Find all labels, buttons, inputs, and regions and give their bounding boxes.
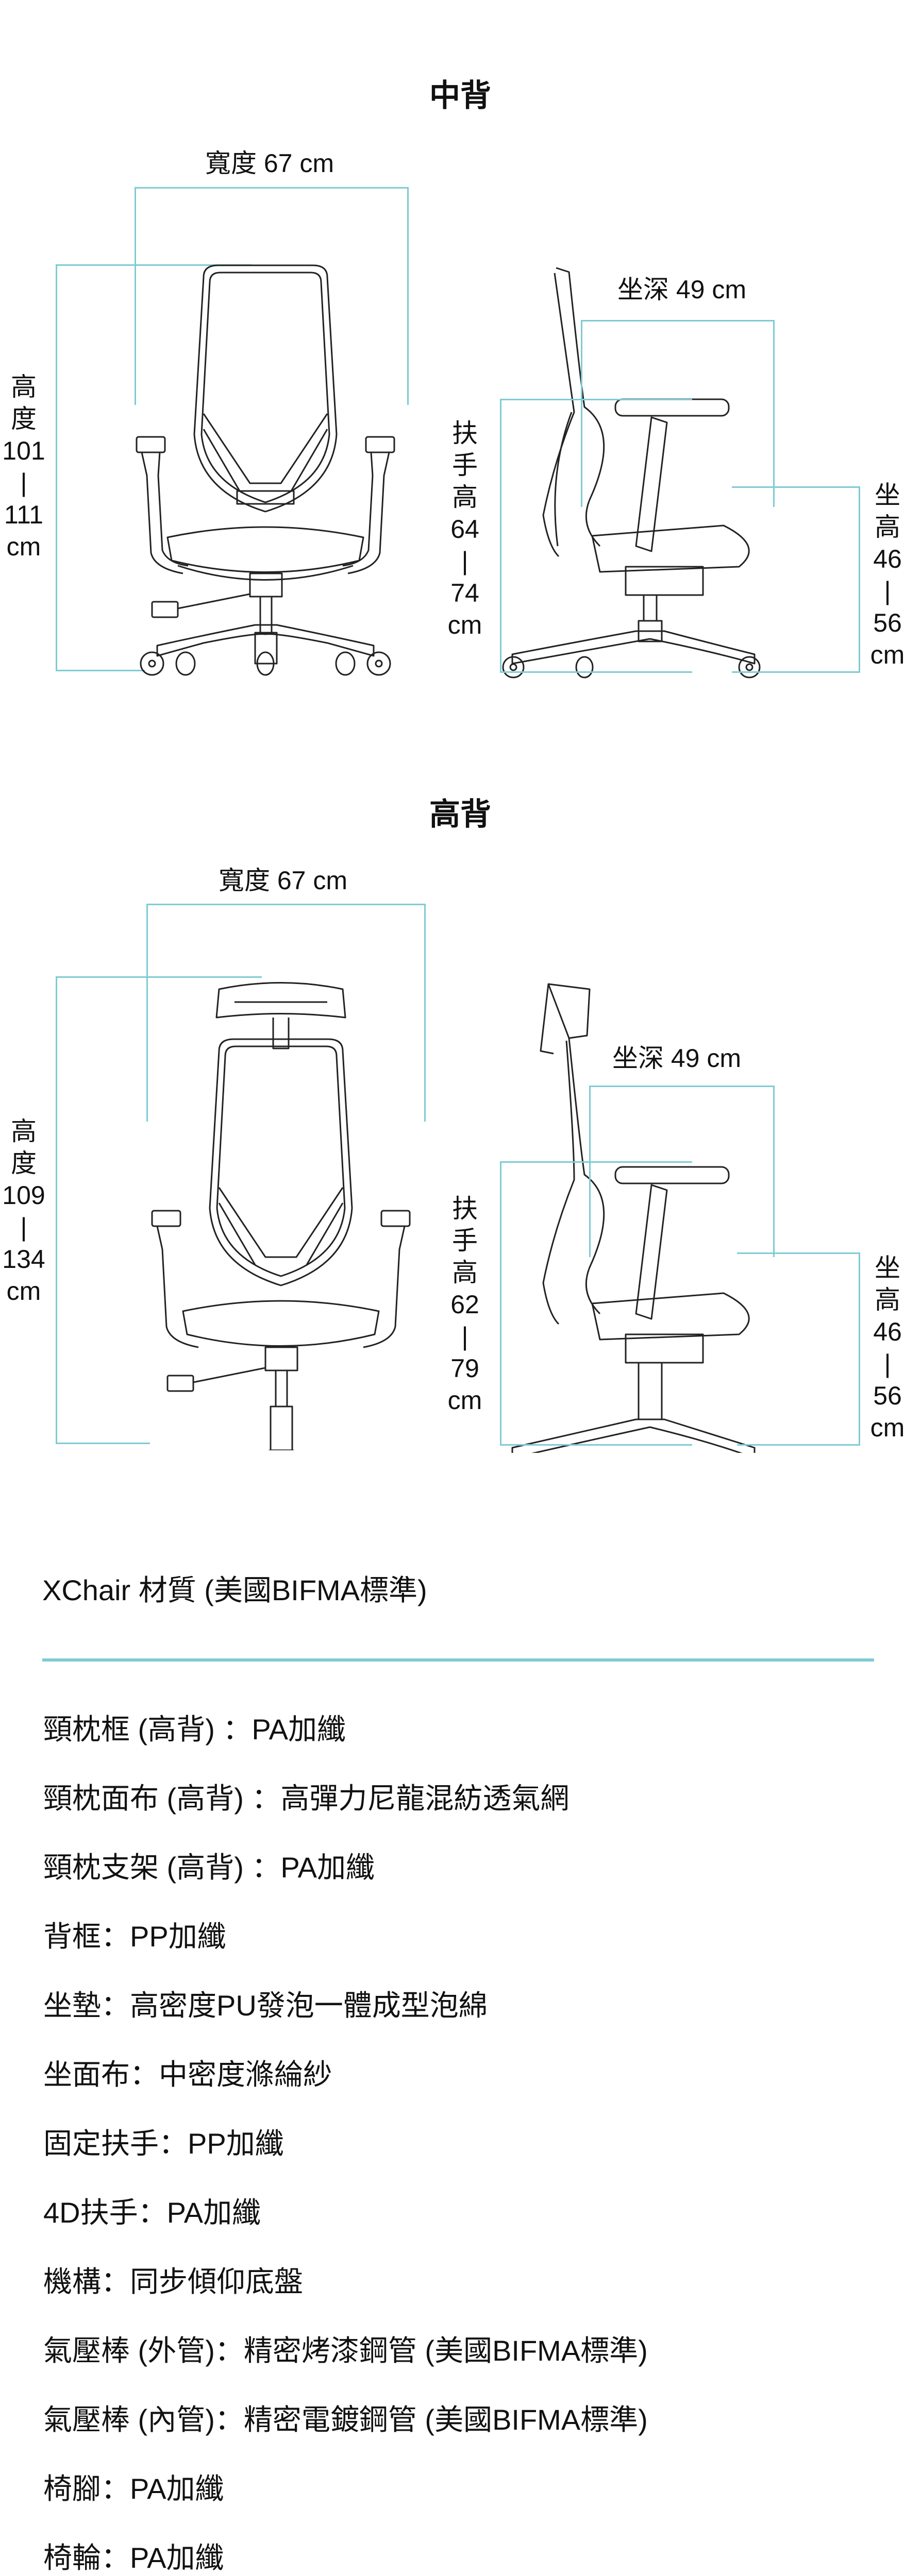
label-line: cm xyxy=(6,1277,41,1306)
seat-height-label: 坐 高 46 | 56 cm xyxy=(857,479,918,671)
seat-height-label: 坐 高 46 | 56 cm xyxy=(857,1252,918,1444)
label-line: 74 xyxy=(450,579,479,607)
label-line: | xyxy=(884,577,891,605)
spec-item: 椅腳：PA加纖 xyxy=(43,2472,224,2505)
label-line: | xyxy=(20,468,27,497)
label-line: cm xyxy=(870,1413,905,1442)
label-line: 坐 xyxy=(875,1253,900,1282)
width-bracket xyxy=(135,187,409,405)
width-bracket xyxy=(146,904,426,1122)
depth-bracket xyxy=(589,1086,775,1257)
label-line: 度 xyxy=(11,1149,37,1178)
divider xyxy=(42,1658,874,1662)
section-title: 高背 xyxy=(429,797,491,832)
label-line: | xyxy=(884,1349,891,1378)
label-line: cm xyxy=(870,640,905,669)
label-line: 手 xyxy=(452,451,478,480)
section-title: 中背 xyxy=(429,78,491,113)
seat-height-bracket xyxy=(732,486,860,673)
label-line: cm xyxy=(447,611,482,639)
label-line: 度 xyxy=(11,404,37,433)
armrest-bracket xyxy=(500,1161,692,1446)
label-line: 高 xyxy=(875,513,900,541)
spec-item: 頸枕框 (高背) ：PA加纖 xyxy=(43,1713,346,1745)
label-line: 高 xyxy=(452,483,478,512)
side-chair-headrest-drawing xyxy=(511,983,756,1453)
spec-item: 頸枕面布 (高背) ：高彈力尼龍混紡透氣網 xyxy=(43,1782,570,1815)
label-line: 扶 xyxy=(452,1194,478,1223)
width-label: 寬度 67 cm xyxy=(218,866,348,895)
label-line: | xyxy=(461,1322,468,1351)
label-line: 79 xyxy=(450,1354,479,1383)
armrest-label: 扶 手 高 64 | 74 cm xyxy=(434,417,496,641)
width-label: 寬度 67 cm xyxy=(205,149,334,178)
label-line: 高 xyxy=(11,1117,37,1146)
height-bracket xyxy=(56,264,145,671)
armrest-label: 扶 手 高 62 | 79 cm xyxy=(434,1193,496,1416)
label-line: cm xyxy=(447,1386,482,1415)
spec-item: 坐墊：高密度PU發泡一體成型泡綿 xyxy=(43,1989,488,2022)
spec-item: 坐面布：中密度滌綸紗 xyxy=(43,2058,332,2091)
label-line: 109 xyxy=(2,1181,45,1210)
depth-label: 坐深 49 cm xyxy=(617,275,747,304)
armrest-bracket xyxy=(500,399,692,673)
label-line: 56 xyxy=(873,1381,902,1410)
label-line: 高 xyxy=(875,1285,900,1314)
spec-item: 固定扶手：PP加纖 xyxy=(43,2127,284,2160)
label-line: | xyxy=(20,1213,27,1242)
depth-bracket xyxy=(581,320,775,507)
label-line: | xyxy=(461,547,468,575)
spec-item: 頸枕支架 (高背) ：PA加纖 xyxy=(43,1851,375,1884)
depth-label: 坐深 49 cm xyxy=(612,1044,742,1073)
spec-item: 4D扶手：PA加纖 xyxy=(43,2196,261,2229)
seat-height-bracket xyxy=(737,1252,860,1446)
spec-item: 機構：同步傾仰底盤 xyxy=(43,2265,303,2298)
label-line: 62 xyxy=(450,1290,479,1319)
label-line: 134 xyxy=(2,1245,45,1274)
label-line: 手 xyxy=(452,1226,478,1255)
height-label: 高 度 109 | 134 cm xyxy=(0,1115,55,1307)
spec-item: 氣壓棒 (內管)：精密電鍍鋼管 (美國BIFMA標準) xyxy=(43,2403,648,2436)
label-line: cm xyxy=(6,532,41,561)
spec-item: 椅輪：PA加纖 xyxy=(43,2541,224,2574)
height-bracket-top xyxy=(56,976,262,978)
front-chair-headrest-drawing xyxy=(151,982,411,1450)
front-chair-drawing xyxy=(136,264,395,676)
label-line: 46 xyxy=(873,545,902,573)
label-line: 扶 xyxy=(452,419,478,448)
label-line: 111 xyxy=(4,500,43,529)
spec-item: 背框：PP加纖 xyxy=(43,1920,226,1953)
label-line: 坐 xyxy=(875,481,900,510)
label-line: 64 xyxy=(450,515,479,544)
spec-item: 氣壓棒 (外管)：精密烤漆鋼管 (美國BIFMA標準) xyxy=(43,2334,648,2367)
label-line: 高 xyxy=(11,372,37,401)
materials-heading: XChair 材質 (美國BIFMA標準) xyxy=(42,1574,427,1606)
label-line: 101 xyxy=(2,436,45,465)
label-line: 56 xyxy=(873,608,902,637)
height-bracket xyxy=(56,976,150,1444)
label-line: 46 xyxy=(873,1317,902,1346)
label-line: 高 xyxy=(452,1258,478,1287)
height-bracket-top xyxy=(56,264,252,266)
height-label: 高 度 101 | 111 cm xyxy=(0,371,55,563)
